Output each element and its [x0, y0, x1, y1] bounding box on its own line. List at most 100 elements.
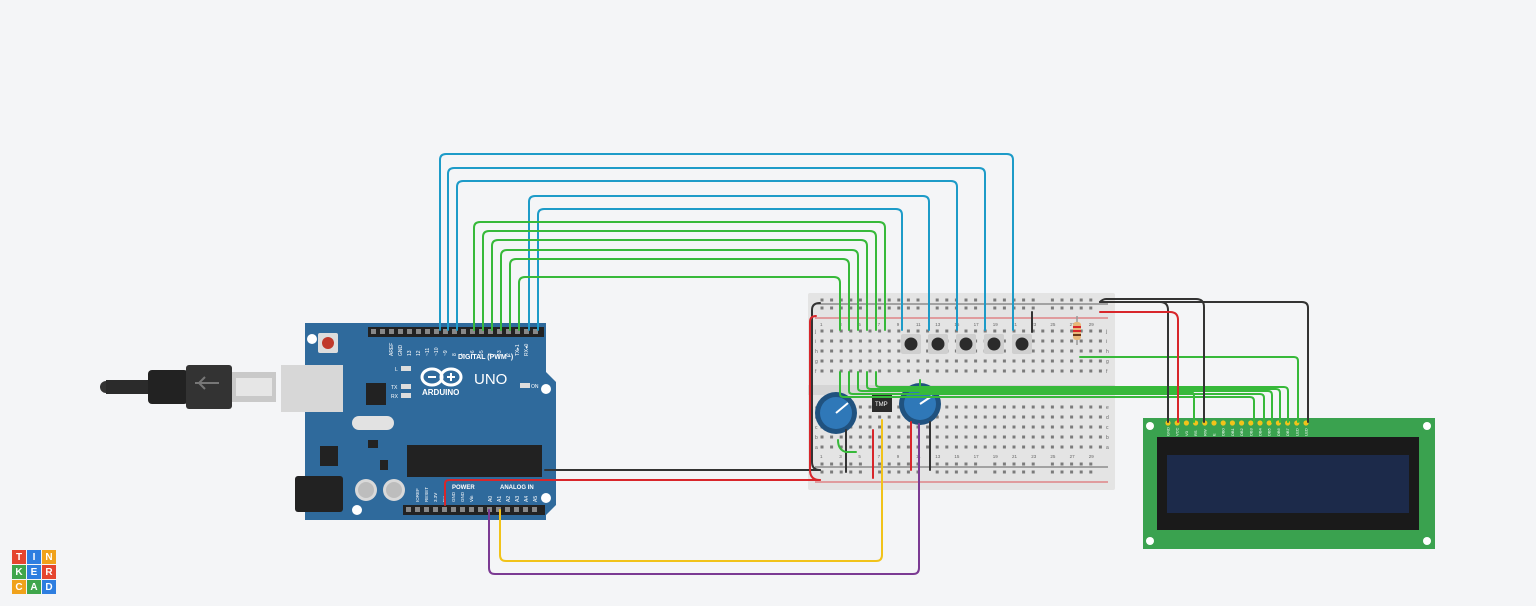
breadboard-rail-hole[interactable] [1079, 298, 1083, 302]
push-button-1[interactable] [901, 334, 921, 354]
breadboard-hole[interactable] [868, 349, 872, 353]
breadboard-hole[interactable] [830, 339, 834, 343]
breadboard-rail-hole[interactable] [878, 306, 882, 310]
breadboard-rail-hole[interactable] [1079, 462, 1083, 466]
breadboard-hole[interactable] [1041, 445, 1045, 449]
breadboard-hole[interactable] [974, 329, 978, 333]
wire-black-2[interactable] [811, 302, 821, 471]
breadboard-hole[interactable] [839, 369, 843, 373]
breadboard-hole[interactable] [916, 359, 920, 363]
breadboard-rail-hole[interactable] [887, 298, 891, 302]
breadboard-hole[interactable] [974, 359, 978, 363]
breadboard-hole[interactable] [839, 359, 843, 363]
breadboard-rail-hole[interactable] [1079, 470, 1083, 474]
breadboard-hole[interactable] [1031, 435, 1035, 439]
header-pin[interactable] [434, 329, 439, 334]
breadboard-hole[interactable] [849, 349, 853, 353]
breadboard-hole[interactable] [1089, 425, 1093, 429]
breadboard-rail-hole[interactable] [954, 462, 958, 466]
breadboard-hole[interactable] [906, 369, 910, 373]
breadboard-hole[interactable] [1002, 435, 1006, 439]
breadboard-hole[interactable] [974, 405, 978, 409]
breadboard-hole[interactable] [878, 445, 882, 449]
breadboard-rail-hole[interactable] [849, 298, 853, 302]
wire-yellow[interactable] [499, 419, 883, 562]
breadboard-rail-hole[interactable] [906, 470, 910, 474]
wire-green-4[interactable] [500, 249, 859, 331]
breadboard-hole[interactable] [945, 445, 949, 449]
breadboard-hole[interactable] [858, 359, 862, 363]
breadboard-rail-hole[interactable] [839, 298, 843, 302]
breadboard-rail-hole[interactable] [1070, 470, 1074, 474]
breadboard-hole[interactable] [1089, 435, 1093, 439]
breadboard-hole[interactable] [935, 359, 939, 363]
breadboard-hole[interactable] [1079, 349, 1083, 353]
breadboard-rail-hole[interactable] [964, 462, 968, 466]
header-pin[interactable] [398, 329, 403, 334]
breadboard-hole[interactable] [945, 425, 949, 429]
breadboard-hole[interactable] [878, 369, 882, 373]
breadboard-hole[interactable] [954, 329, 958, 333]
breadboard-hole[interactable] [887, 435, 891, 439]
breadboard-hole[interactable] [1079, 359, 1083, 363]
breadboard-hole[interactable] [935, 425, 939, 429]
breadboard-rail-hole[interactable] [1050, 306, 1054, 310]
breadboard-hole[interactable] [887, 349, 891, 353]
breadboard-rail-hole[interactable] [1050, 470, 1054, 474]
breadboard-hole[interactable] [878, 425, 882, 429]
breadboard-hole[interactable] [1060, 349, 1064, 353]
breadboard-hole[interactable] [1012, 445, 1016, 449]
breadboard-hole[interactable] [858, 425, 862, 429]
breadboard-hole[interactable] [1022, 405, 1026, 409]
breadboard-rail-hole[interactable] [974, 298, 978, 302]
breadboard-hole[interactable] [1002, 415, 1006, 419]
breadboard-hole[interactable] [1098, 329, 1102, 333]
breadboard-hole[interactable] [858, 329, 862, 333]
breadboard-rail-hole[interactable] [935, 462, 939, 466]
breadboard-hole[interactable] [858, 445, 862, 449]
breadboard-hole[interactable] [830, 445, 834, 449]
breadboard-rail-hole[interactable] [858, 470, 862, 474]
breadboard-hole[interactable] [974, 435, 978, 439]
breadboard-hole[interactable] [993, 329, 997, 333]
breadboard-rail-hole[interactable] [849, 306, 853, 310]
breadboard-hole[interactable] [1098, 359, 1102, 363]
breadboard-hole[interactable] [897, 329, 901, 333]
breadboard-hole[interactable] [897, 405, 901, 409]
breadboard-hole[interactable] [964, 329, 968, 333]
breadboard-hole[interactable] [993, 435, 997, 439]
breadboard-hole[interactable] [993, 405, 997, 409]
breadboard-rail-hole[interactable] [1089, 462, 1093, 466]
breadboard-rail-hole[interactable] [1089, 306, 1093, 310]
breadboard-hole[interactable] [868, 329, 872, 333]
breadboard-hole[interactable] [849, 329, 853, 333]
breadboard-hole[interactable] [1070, 339, 1074, 343]
breadboard-hole[interactable] [887, 415, 891, 419]
breadboard-hole[interactable] [945, 329, 949, 333]
breadboard-hole[interactable] [1098, 339, 1102, 343]
breadboard-hole[interactable] [1050, 415, 1054, 419]
breadboard-hole[interactable] [1079, 369, 1083, 373]
breadboard-rail-hole[interactable] [1002, 306, 1006, 310]
breadboard-hole[interactable] [1050, 339, 1054, 343]
breadboard-hole[interactable] [897, 425, 901, 429]
breadboard-rail-hole[interactable] [945, 298, 949, 302]
breadboard-hole[interactable] [906, 435, 910, 439]
breadboard-hole[interactable] [926, 349, 930, 353]
breadboard-hole[interactable] [1079, 435, 1083, 439]
breadboard-hole[interactable] [839, 339, 843, 343]
breadboard-rail-hole[interactable] [1060, 470, 1064, 474]
breadboard-hole[interactable] [954, 405, 958, 409]
breadboard-hole[interactable] [897, 369, 901, 373]
breadboard-hole[interactable] [1050, 405, 1054, 409]
breadboard-rail-hole[interactable] [1022, 298, 1026, 302]
breadboard-hole[interactable] [878, 329, 882, 333]
breadboard-hole[interactable] [1070, 445, 1074, 449]
breadboard-hole[interactable] [1002, 425, 1006, 429]
breadboard-rail-hole[interactable] [887, 462, 891, 466]
breadboard-rail-hole[interactable] [1070, 298, 1074, 302]
breadboard-hole[interactable] [858, 369, 862, 373]
breadboard-hole[interactable] [820, 435, 824, 439]
breadboard-hole[interactable] [1041, 349, 1045, 353]
